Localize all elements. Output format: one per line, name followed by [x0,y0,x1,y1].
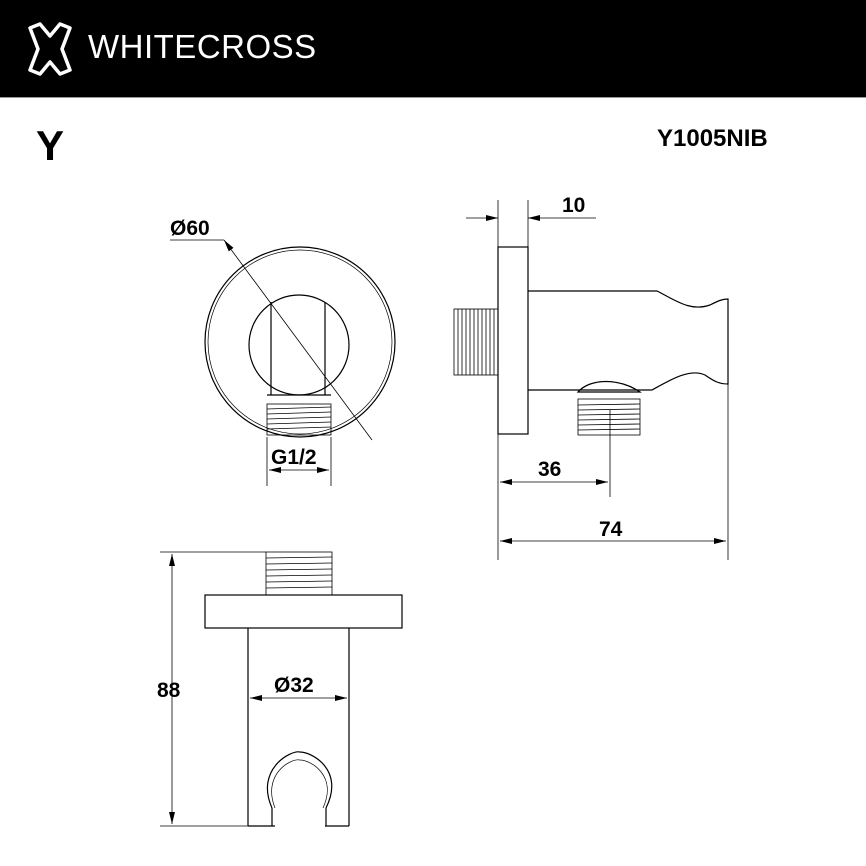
thread-outlet [577,398,641,436]
thread-top [265,551,333,596]
series-label: Y [36,122,65,169]
thread-front [266,403,332,436]
header-bar: WHITECROSS [0,0,866,98]
dim-body-diameter: Ø32 [274,674,314,697]
cross-outline-icon [28,22,72,76]
front-view [170,239,396,486]
brand-name: WHITECROSS [88,28,317,65]
bottom-view [160,551,403,827]
dim-outer-diameter: Ø60 [170,217,210,240]
dim-total-depth: 74 [599,518,623,541]
dim-height: 88 [157,679,181,702]
dim-flange-thickness: 10 [562,194,585,217]
thread-wall [453,308,499,376]
dim-outlet-offset: 36 [538,458,561,481]
model-number: Y1005NIB [657,125,768,152]
dim-thread: G1/2 [271,446,317,469]
side-view [453,200,729,560]
